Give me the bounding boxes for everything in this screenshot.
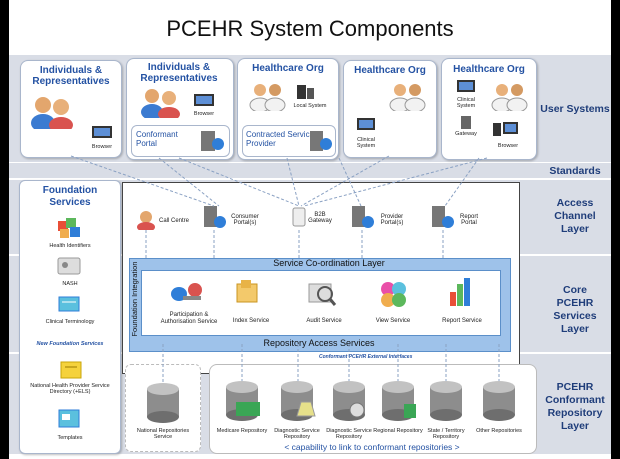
nash-icon: [57, 257, 81, 275]
people-icon: [31, 97, 73, 129]
computer-icon: [357, 118, 375, 130]
foundation-integration-label: Foundation Integration: [130, 261, 139, 337]
computer-icon: [493, 122, 518, 136]
portal-box: Contracted Service Provider: [242, 125, 336, 157]
report-icon: [450, 278, 470, 306]
access-label: Call Centre: [158, 218, 189, 224]
foundation-item: Health Identifiers: [49, 243, 91, 249]
repository-label: State / Territory Repository: [427, 428, 465, 440]
access-label: Report Portal: [459, 214, 478, 226]
user-card-healthcare-3: Healthcare Org Clinical System Gateway B…: [441, 58, 537, 160]
audit-icon: [308, 283, 337, 306]
database-icon: [333, 381, 365, 421]
device-label: Gateway: [455, 131, 477, 137]
layer-label-repository: PCEHR Conformant Repository Layer: [545, 381, 605, 432]
database-icon: [382, 381, 416, 421]
health-identifiers-icon: [58, 218, 80, 238]
slide: PCEHR System Components User Systems Sta…: [9, 0, 611, 459]
computer-icon: [194, 94, 214, 106]
foundation-item: NASH: [62, 281, 78, 287]
core-service-label: Participation & Authorisation Service: [160, 312, 218, 325]
device-label: Local System: [293, 103, 327, 109]
card-title: Healthcare Org: [354, 65, 426, 76]
foundation-item: Templates: [57, 435, 83, 441]
database-icon: [226, 381, 260, 421]
access-label: B2B Gateway: [308, 212, 332, 224]
card-title: Individuals & Representatives: [140, 62, 218, 84]
participation-authorisation-icon: [171, 283, 202, 301]
foundation-title: Foundation Services: [42, 185, 98, 208]
server-icon: [432, 206, 454, 228]
foundation-panel: Foundation Services Health Identifiers N…: [19, 180, 121, 454]
core-service-label: Audit Service: [306, 318, 342, 324]
server-icon: [310, 131, 332, 151]
database-icon: [430, 381, 462, 421]
database-icon: [281, 381, 316, 421]
user-card-individuals-1: Individuals & Representatives Browser: [20, 60, 122, 158]
core-services-panel: [141, 270, 501, 336]
index-icon: [236, 280, 258, 303]
repository-label: Diagnostic Service Repository: [274, 428, 320, 440]
user-card-individuals-2: Individuals & Representatives Browser Co…: [126, 58, 234, 160]
computer-icon: [92, 126, 112, 138]
doctors-icon: [389, 84, 426, 111]
directory-icon: [60, 361, 82, 379]
page-title: PCEHR System Components: [166, 16, 454, 41]
card-title: Individuals & Representatives: [32, 65, 110, 87]
device-label: Clinical System: [356, 137, 376, 149]
server-icon: [201, 131, 224, 151]
layer-label-standards: Standards: [549, 165, 601, 177]
database-icon: [147, 383, 179, 423]
repository-label: Other Repositories: [476, 428, 522, 434]
people-icon: [141, 89, 180, 118]
templates-icon: [58, 409, 80, 428]
doctors-icon: [249, 84, 286, 111]
core-service-label: Report Service: [442, 318, 482, 324]
user-card-healthcare-1: Healthcare Org Local System Contracted S…: [237, 58, 339, 160]
new-foundation-label: New Foundation Services: [36, 341, 104, 347]
device-label: Browser: [193, 111, 215, 117]
computer-icon: [457, 80, 475, 92]
device-label: Browser: [91, 144, 113, 150]
card-title: Healthcare Org: [252, 63, 324, 74]
phone-icon: [297, 85, 314, 99]
capability-label: < capability to link to conformant repos…: [284, 442, 460, 452]
device-label: Browser: [497, 143, 519, 149]
layer-label-user-systems: User Systems: [540, 103, 610, 115]
card-title: Healthcare Org: [453, 64, 525, 75]
gateway-icon: [461, 116, 471, 129]
repository-access-label: Repository Access Services: [263, 338, 375, 348]
database-icon: [483, 381, 515, 421]
conformant-repositories-box: [209, 364, 537, 454]
external-interfaces-label: Conformant PCEHR External Interfaces: [319, 354, 413, 360]
repository-label: Diagnostic Service Repository: [326, 428, 372, 440]
band-standards: [9, 163, 611, 178]
repository-label: Regional Repository: [373, 428, 423, 434]
b2b-gateway-icon: [292, 207, 306, 227]
repository-label: National Repositories Service: [136, 428, 190, 440]
device-label: Clinical System: [456, 97, 476, 109]
access-label: Consumer Portal(s): [231, 214, 259, 226]
user-card-healthcare-2: Healthcare Org Clinical System: [343, 60, 437, 158]
service-coordination-label: Service Co-ordination Layer: [273, 258, 385, 268]
access-label: Provider Portal(s): [380, 214, 404, 226]
server-icon: [204, 206, 226, 228]
foundation-item: Clinical Terminology: [45, 319, 95, 325]
layer-label-core: Core PCEHR Services Layer: [553, 284, 597, 335]
view-icon: [381, 282, 406, 307]
call-centre-icon: [137, 211, 155, 230]
server-icon: [352, 206, 374, 228]
foundation-item: National Health Provider Service Directo…: [30, 383, 110, 395]
clinical-terminology-icon: [58, 296, 80, 312]
portal-label: Conformant Portal: [136, 130, 178, 148]
repository-label: Medicare Repository: [216, 428, 268, 434]
core-service-label: View Service: [375, 318, 411, 324]
portal-label: Contracted Service Provider: [246, 130, 315, 148]
doctors-icon: [491, 84, 528, 111]
portal-box: Conformant Portal: [131, 125, 230, 157]
core-service-label: Index Service: [232, 318, 270, 324]
layer-label-access: Access Channel Layer: [554, 197, 596, 235]
